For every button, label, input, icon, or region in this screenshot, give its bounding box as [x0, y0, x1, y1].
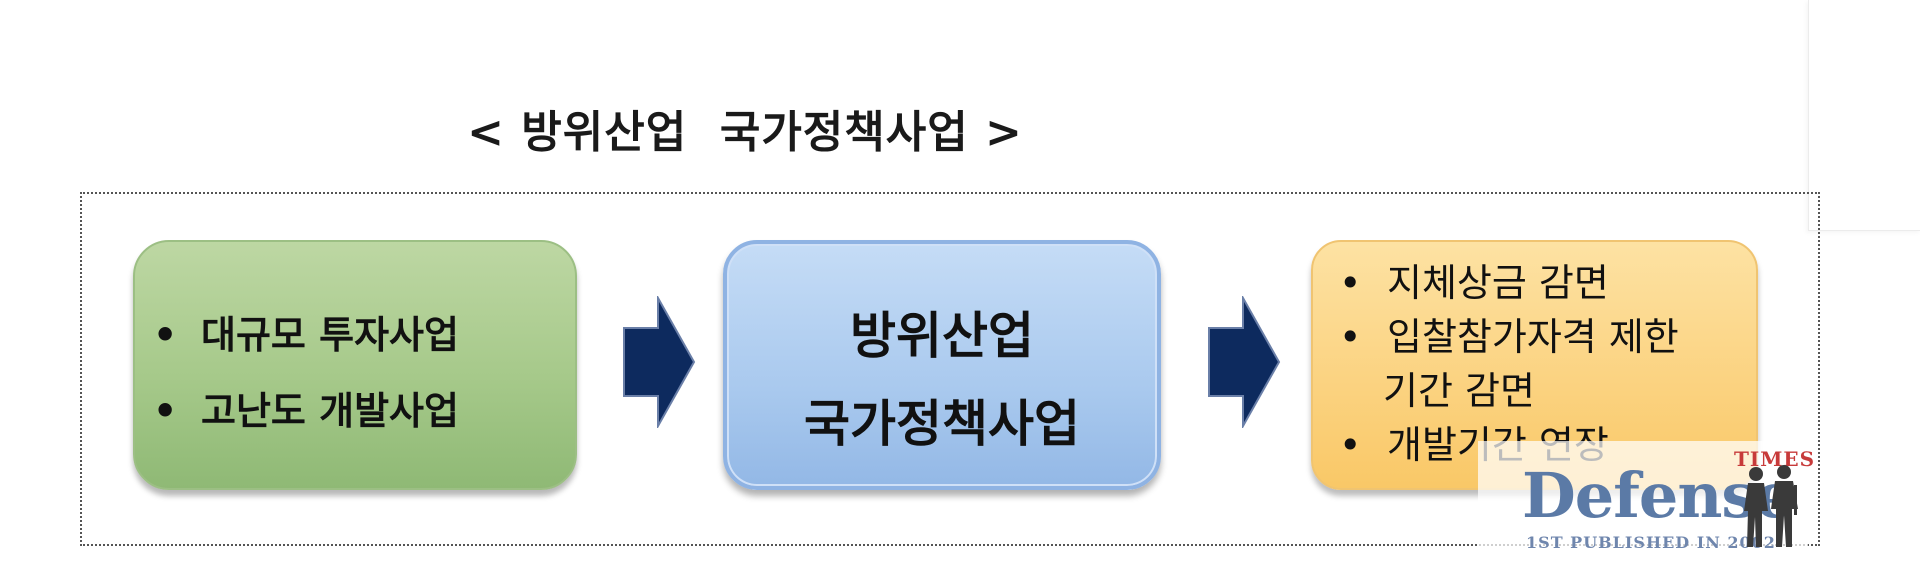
bullet: • [153, 389, 178, 433]
national-policy-box: 방위산업 국가정책사업 [723, 240, 1161, 490]
center-line-national-policy: 국가정책사업 [804, 395, 1080, 453]
list-item: • 지체상금 감면 [1339, 256, 1756, 310]
logo-tagline: 1ST PUBLISHED IN 2002 [1526, 533, 1776, 552]
bullet: • [153, 313, 178, 357]
logo-times: TIMES [1734, 447, 1816, 471]
bullet: • [1339, 261, 1362, 305]
item-high-difficulty: 고난도 개발사업 [201, 389, 459, 433]
right-arrow-icon [1207, 296, 1281, 428]
right-arrow-icon [622, 296, 696, 428]
diagram-title: < 방위산업 국가정책사업 > [467, 107, 1023, 158]
watermark-logo: TIMES Defense 1ST PUBLISHED IN 2002 [1478, 441, 1814, 557]
item-bid-restriction: 입찰참가자격 제한 [1387, 315, 1679, 359]
item-continuation: 기간 감면 [1383, 369, 1535, 413]
bullet: • [1339, 315, 1362, 359]
characteristics-box: • 대규모 투자사업 • 고난도 개발사업 [133, 240, 577, 490]
bullet: • [1339, 423, 1362, 467]
item-large-investment: 대규모 투자사업 [201, 313, 459, 357]
list-item: • 대규모 투자사업 [153, 304, 575, 380]
soldiers-icon [1744, 465, 1798, 547]
list-item: • 입찰참가자격 제한 [1339, 310, 1756, 364]
item-penalty-reduction: 지체상금 감면 [1387, 261, 1609, 305]
list-item: • 고난도 개발사업 [153, 380, 575, 456]
dotted-frame [80, 192, 1820, 546]
center-line-defense-industry: 방위산업 [850, 307, 1034, 365]
side-panel [1808, 0, 1920, 231]
